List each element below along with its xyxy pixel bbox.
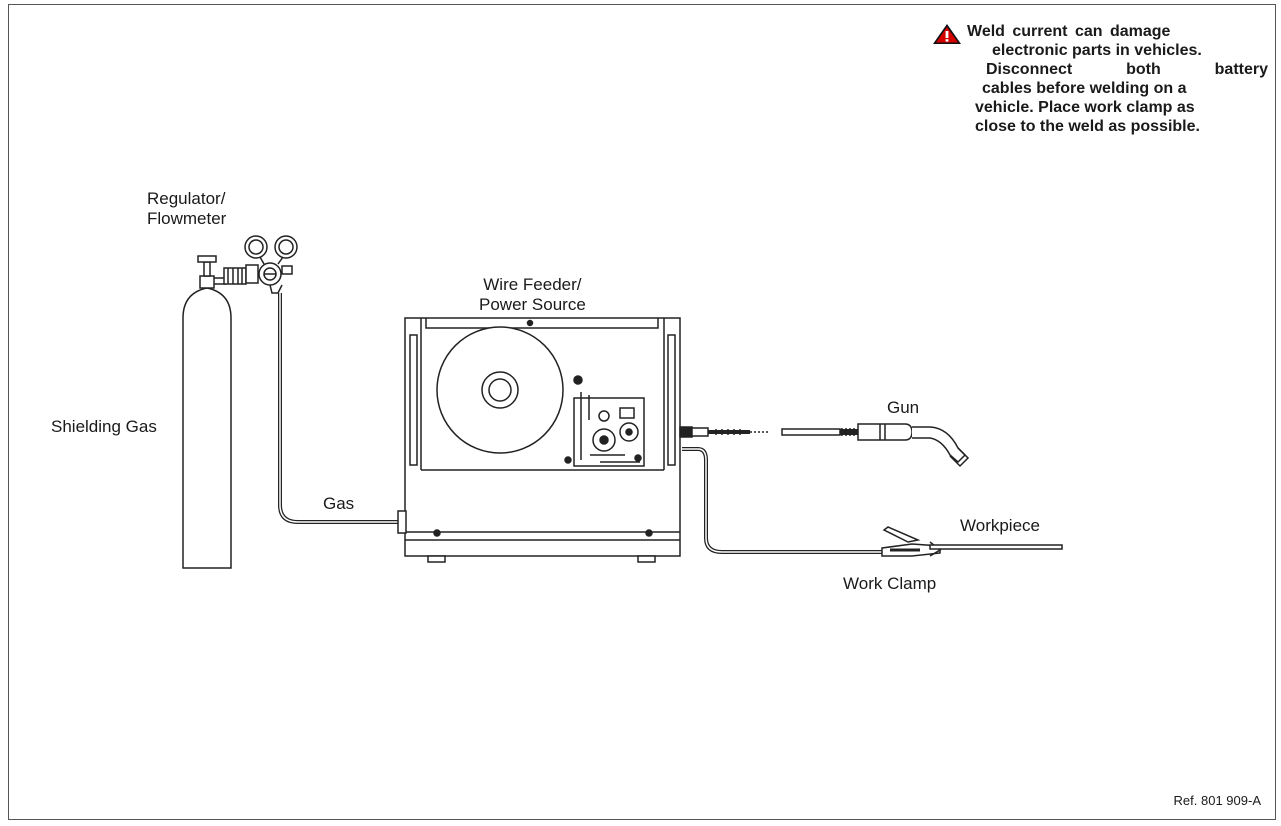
work-cable — [682, 447, 882, 554]
gas-cylinder — [182, 255, 232, 569]
gun-label: Gun — [887, 398, 920, 417]
warning-notice: Weld current can damage electronic parts… — [933, 22, 1268, 136]
reference-number: Ref. 801 909-A — [1173, 793, 1261, 808]
warning-line-4: cables before welding on a — [982, 80, 1187, 97]
wire-feeder-power-source — [397, 317, 681, 563]
warning-line-3: Disconnect both battery — [986, 61, 1268, 78]
gas-label: Gas — [323, 494, 355, 513]
warning-line-2: electronic parts in vehicles. — [992, 42, 1202, 59]
gas-hose — [278, 293, 398, 524]
workpiece — [929, 544, 1063, 550]
regulator-flowmeter — [223, 235, 298, 294]
work-clamp-label: Work Clamp — [843, 574, 937, 593]
shielding-gas-label: Shielding Gas — [51, 417, 157, 436]
warning-triangle-icon — [933, 24, 961, 44]
warning-line-6: close to the weld as possible. — [975, 118, 1200, 135]
warning-line-1: Weld current can damage — [967, 23, 1171, 40]
mig-gun — [679, 423, 970, 468]
work-clamp — [881, 526, 942, 557]
workpiece-label: Workpiece — [960, 516, 1040, 535]
warning-line-5: vehicle. Place work clamp as — [975, 99, 1195, 116]
regulator-label: Regulator/ Flowmeter — [147, 189, 227, 228]
wire-feeder-label: Wire Feeder/ Power Source — [479, 275, 586, 314]
diagram-frame — [8, 4, 1276, 820]
